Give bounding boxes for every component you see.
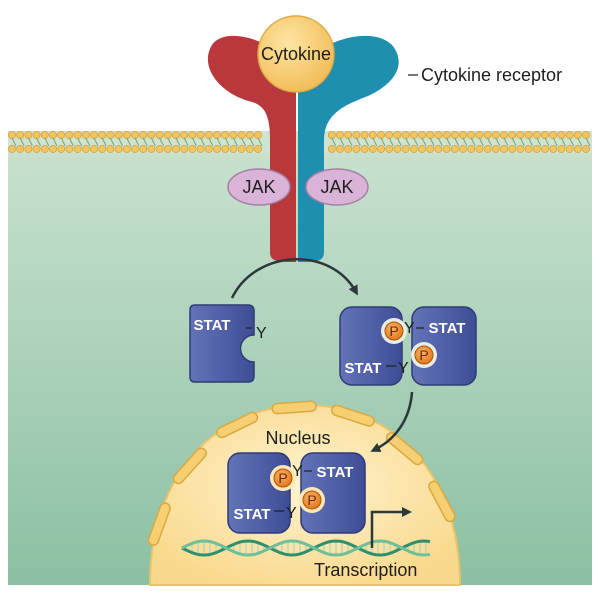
svg-text:Y: Y	[404, 320, 415, 337]
svg-text:Y: Y	[286, 505, 297, 522]
svg-text:STAT: STAT	[429, 320, 466, 337]
cytokine-receptor-label: Cytokine receptor	[421, 65, 562, 85]
cytokine-receptor-right	[298, 35, 399, 262]
cytokine	[257, 15, 335, 93]
svg-text:STAT: STAT	[345, 360, 382, 377]
transcription-label: Transcription	[314, 560, 417, 580]
stat-monomer: STAT Y	[189, 304, 267, 383]
svg-text:JAK: JAK	[320, 177, 353, 197]
svg-text:Y: Y	[256, 325, 267, 342]
svg-text:Y: Y	[292, 463, 303, 480]
svg-text:STAT: STAT	[317, 464, 354, 481]
svg-text:Y: Y	[398, 360, 409, 377]
jak-right: JAK	[305, 168, 369, 206]
stat-dimer-nuclear: STAT STAT Y Y P P	[227, 452, 366, 534]
cytokine-receptor-left	[207, 35, 296, 262]
jak-left: JAK	[227, 168, 291, 206]
activation-arrow	[230, 258, 358, 299]
svg-text:STAT: STAT	[194, 317, 231, 334]
transcription-arrow	[370, 507, 412, 548]
svg-text:JAK: JAK	[242, 177, 275, 197]
svg-text:P: P	[278, 470, 287, 486]
svg-text:STAT: STAT	[234, 506, 271, 523]
stat-dimer-cytoplasmic: STAT STAT Y Y P P	[339, 306, 477, 386]
svg-text:P: P	[307, 492, 316, 508]
nucleus-label: Nucleus	[265, 428, 330, 448]
svg-text:P: P	[419, 347, 428, 363]
translocation-arrow	[370, 391, 414, 452]
svg-text:P: P	[389, 323, 398, 339]
cytokine-label: Cytokine	[261, 44, 331, 64]
